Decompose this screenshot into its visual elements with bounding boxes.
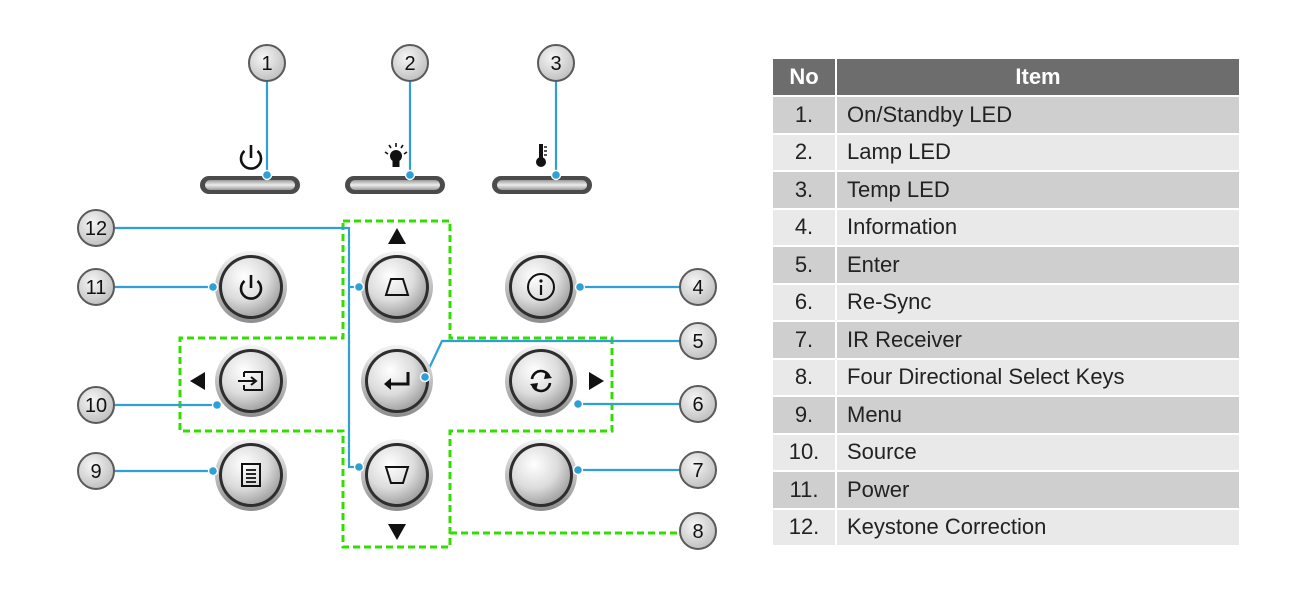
row-number: 4. bbox=[773, 207, 837, 245]
down-arrow-icon bbox=[388, 524, 406, 540]
table-row: 2. Lamp LED bbox=[773, 132, 1239, 170]
callout-10: 10 bbox=[77, 386, 115, 424]
table-row: 3. Temp LED bbox=[773, 170, 1239, 208]
header-no: No bbox=[773, 59, 837, 95]
callout-11: 11 bbox=[77, 268, 115, 306]
table-header-row: No Item bbox=[773, 59, 1239, 95]
info-icon bbox=[527, 273, 555, 301]
callout-number: 7 bbox=[692, 460, 703, 482]
table-row: 8. Four Directional Select Keys bbox=[773, 357, 1239, 395]
row-item: Lamp LED bbox=[837, 132, 1239, 170]
keystone-down-key[interactable] bbox=[361, 439, 433, 511]
callout-3: 3 bbox=[537, 44, 575, 82]
table-row: 12. Keystone Correction bbox=[773, 507, 1239, 545]
callout-number: 12 bbox=[85, 218, 107, 240]
left-arrow-icon bbox=[190, 372, 205, 390]
thermometer-icon bbox=[536, 144, 547, 167]
callout-number: 11 bbox=[86, 277, 107, 299]
source-input-icon bbox=[238, 371, 263, 391]
row-item: Enter bbox=[837, 245, 1239, 283]
callout-number: 3 bbox=[550, 53, 561, 75]
row-number: 11. bbox=[773, 470, 837, 508]
callout-1: 1 bbox=[248, 44, 286, 82]
row-number: 10. bbox=[773, 432, 837, 470]
callout-2: 2 bbox=[391, 44, 429, 82]
row-number: 6. bbox=[773, 282, 837, 320]
row-item: Temp LED bbox=[837, 170, 1239, 208]
keystone-up-trapezoid-icon bbox=[384, 278, 410, 296]
menu-key[interactable] bbox=[215, 439, 287, 511]
source-key[interactable] bbox=[215, 345, 287, 417]
callout-number: 10 bbox=[85, 395, 107, 417]
keystone-up-key[interactable] bbox=[361, 251, 433, 323]
enter-return-icon bbox=[384, 372, 410, 390]
row-number: 2. bbox=[773, 132, 837, 170]
led-on-standby bbox=[200, 145, 300, 194]
table-row: 10. Source bbox=[773, 432, 1239, 470]
ir-receiver bbox=[505, 439, 577, 511]
resync-key[interactable] bbox=[505, 345, 577, 417]
row-item: Four Directional Select Keys bbox=[837, 357, 1239, 395]
callout-number: 2 bbox=[404, 53, 415, 75]
callout-8: 8 bbox=[679, 512, 717, 550]
row-item: Keystone Correction bbox=[837, 507, 1239, 545]
legend-table: No Item 1. On/Standby LED 2. Lamp LED 3.… bbox=[773, 59, 1239, 545]
row-item: On/Standby LED bbox=[837, 95, 1239, 133]
callout-12: 12 bbox=[77, 209, 115, 247]
row-item: Information bbox=[837, 207, 1239, 245]
callout-number: 5 bbox=[692, 331, 703, 353]
callout-6: 6 bbox=[679, 385, 717, 423]
power-icon bbox=[239, 145, 263, 170]
table-row: 7. IR Receiver bbox=[773, 320, 1239, 358]
menu-list-icon bbox=[241, 463, 261, 487]
leader-endpoints bbox=[207, 169, 586, 477]
led-temp bbox=[492, 144, 592, 194]
callout-5: 5 bbox=[679, 322, 717, 360]
resync-icon bbox=[530, 369, 552, 393]
table-row: 5. Enter bbox=[773, 245, 1239, 283]
callout-9: 9 bbox=[77, 452, 115, 490]
row-item: IR Receiver bbox=[837, 320, 1239, 358]
information-key[interactable] bbox=[505, 251, 577, 323]
callout-7: 7 bbox=[679, 451, 717, 489]
callout-number: 4 bbox=[692, 277, 703, 299]
table-row: 9. Menu bbox=[773, 395, 1239, 433]
row-number: 9. bbox=[773, 395, 837, 433]
row-item: Re-Sync bbox=[837, 282, 1239, 320]
table-row: 11. Power bbox=[773, 470, 1239, 508]
power-key[interactable] bbox=[215, 251, 287, 323]
row-item: Source bbox=[837, 432, 1239, 470]
row-number: 8. bbox=[773, 357, 837, 395]
led-lamp bbox=[345, 143, 445, 194]
table-row: 4. Information bbox=[773, 207, 1239, 245]
keystone-down-trapezoid-icon bbox=[384, 466, 410, 484]
callout-number: 6 bbox=[692, 394, 703, 416]
row-item: Menu bbox=[837, 395, 1239, 433]
row-number: 5. bbox=[773, 245, 837, 283]
lamp-icon bbox=[384, 143, 408, 167]
enter-key[interactable] bbox=[361, 345, 433, 417]
row-item: Power bbox=[837, 470, 1239, 508]
row-number: 3. bbox=[773, 170, 837, 208]
callout-4: 4 bbox=[679, 268, 717, 306]
callout-number: 8 bbox=[692, 521, 703, 543]
callout-number: 1 bbox=[261, 53, 272, 75]
row-number: 12. bbox=[773, 507, 837, 545]
right-arrow-icon bbox=[589, 372, 604, 390]
callout-number: 9 bbox=[90, 461, 101, 483]
header-item: Item bbox=[837, 59, 1239, 95]
table-row: 6. Re-Sync bbox=[773, 282, 1239, 320]
row-number: 1. bbox=[773, 95, 837, 133]
directional-keys-outline bbox=[178, 219, 614, 549]
table-row: 1. On/Standby LED bbox=[773, 95, 1239, 133]
row-number: 7. bbox=[773, 320, 837, 358]
up-arrow-icon bbox=[388, 228, 406, 244]
control-panel-diagram: 1 2 3 4 5 6 7 8 9 10 11 12 bbox=[77, 44, 717, 550]
power-icon bbox=[239, 275, 263, 300]
